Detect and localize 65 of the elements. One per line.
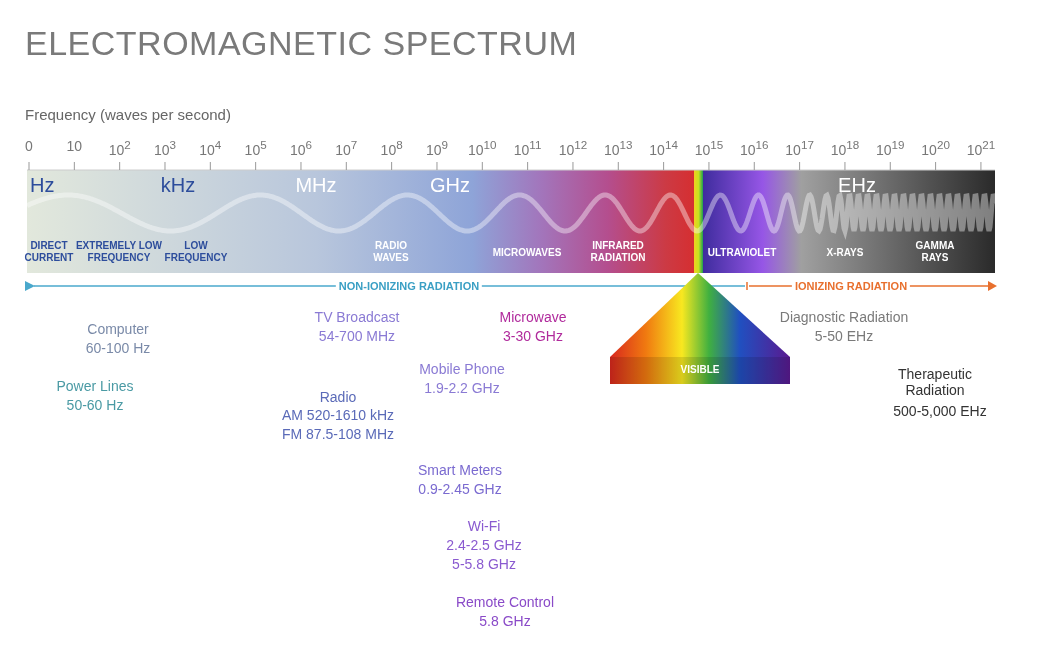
frequency-range: 50-60 Hz <box>66 397 124 414</box>
tick-label: 10$^{11}$ <box>513 138 542 158</box>
frequency-range: 1.9-2.2 GHz <box>424 380 500 397</box>
band-label: RADIO WAVES <box>372 240 410 263</box>
title: ELECTROMAGNETIC SPECTRUM <box>25 24 578 64</box>
example-name: Power Lines <box>56 378 134 395</box>
region-label: NON-IONIZING RADIATION <box>335 280 483 293</box>
tick-label: 10$^{2}$ <box>108 138 131 158</box>
tick-label: 10$^{12}$ <box>558 138 588 158</box>
frequency-range: 2.4-2.5 GHz <box>446 537 522 554</box>
band-label: ULTRAVIOLET <box>707 247 777 259</box>
tick-label: 10$^{15}$ <box>694 138 724 158</box>
example-name: Radio <box>319 389 357 406</box>
tick-label: 10$^{13}$ <box>604 138 633 158</box>
frequency-range: AM 520-1610 kHz <box>281 407 395 424</box>
tick-label: 10$^{5}$ <box>244 138 267 158</box>
example-name: TV Broadcast <box>314 309 400 326</box>
frequency-range: 5.8 GHz <box>479 613 531 630</box>
band-label: X-RAYS <box>826 247 864 259</box>
example-name: Diagnostic Radiation <box>779 309 909 326</box>
frequency-range: 500-5,000 EHz <box>893 403 987 420</box>
unit-label: kHz <box>160 174 196 197</box>
tick-label: 10$^{4}$ <box>199 138 222 158</box>
tick-label: 10$^{17}$ <box>785 138 814 158</box>
band-label: MICROWAVES <box>492 247 562 259</box>
tick-label: 10$^{21}$ <box>966 138 996 158</box>
example-name: Mobile Phone <box>419 361 505 378</box>
frequency-range: 54-700 MHz <box>318 328 396 345</box>
frequency-range: 60-100 Hz <box>85 340 151 357</box>
example-name: Remote Control <box>456 594 554 611</box>
tick-label: 10$^{6}$ <box>289 138 312 158</box>
tick-label: 10$^{10}$ <box>468 138 497 158</box>
band-label: INFRARED RADIATION <box>589 240 647 263</box>
band-label: EXTREMELY LOW FREQUENCY <box>74 240 164 263</box>
frequency-range: 5-5.8 GHz <box>452 556 516 573</box>
example-name: Wi-Fi <box>467 518 501 535</box>
axis-title: Frequency (waves per second) <box>25 106 231 124</box>
unit-label: Hz <box>30 174 55 197</box>
band-label: LOW FREQUENCY <box>163 240 229 263</box>
tick-label: 0 <box>25 138 33 155</box>
example-name: Computer <box>87 321 149 338</box>
tick-label: 10$^{16}$ <box>740 138 769 158</box>
tick-label: 10$^{14}$ <box>649 138 678 158</box>
unit-label: EHz <box>838 174 876 197</box>
unit-label: GHz <box>430 174 470 197</box>
tick-label: 10$^{7}$ <box>335 138 358 158</box>
frequency-range: 3-30 GHz <box>503 328 563 345</box>
tick-label: 10$^{3}$ <box>153 138 176 158</box>
tick-label: 10$^{19}$ <box>876 138 905 158</box>
example-name: Therapeutic Radiation <box>897 366 973 399</box>
tick-label: 10$^{20}$ <box>921 138 950 158</box>
region-label: IONIZING RADIATION <box>791 280 911 293</box>
band-label: GAMMA RAYS <box>914 240 956 263</box>
tick-label: 10$^{18}$ <box>830 138 860 158</box>
example-name: Smart Meters <box>418 462 502 479</box>
frequency-range: FM 87.5-108 MHz <box>282 426 394 443</box>
unit-label: MHz <box>295 174 337 197</box>
example-name: Microwave <box>499 309 567 326</box>
band-label: DIRECT CURRENT <box>23 240 75 263</box>
tick-label: 10 <box>66 138 83 155</box>
frequency-range: 0.9-2.45 GHz <box>418 481 502 498</box>
tick-label: 10$^{9}$ <box>425 138 448 158</box>
frequency-range: 5-50 EHz <box>814 328 874 345</box>
band-label: VISIBLE <box>680 364 720 376</box>
tick-label: 10$^{8}$ <box>380 138 403 158</box>
